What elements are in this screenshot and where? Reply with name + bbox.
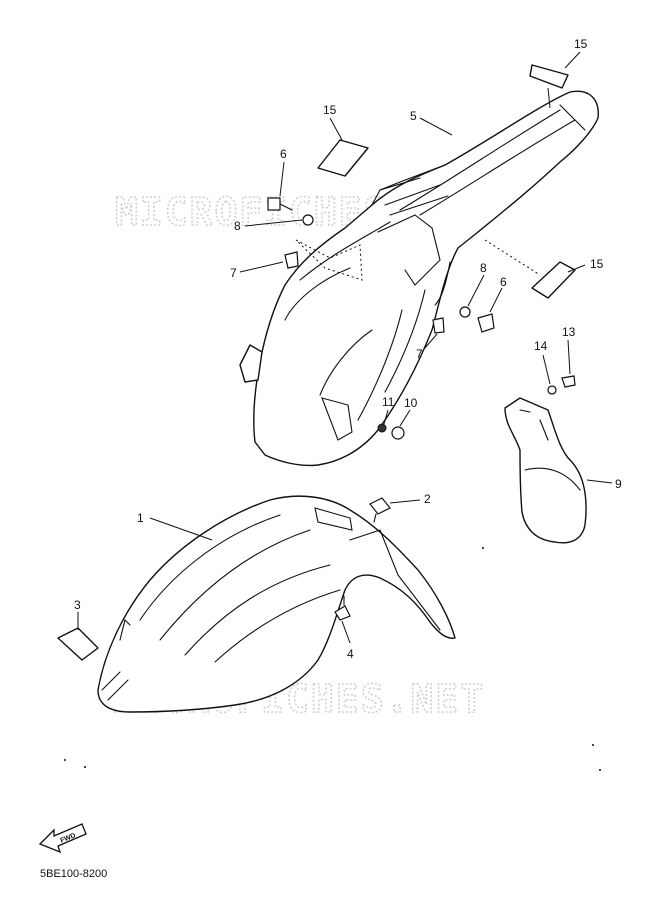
callout-13: 14 xyxy=(534,339,548,353)
callout-7-upper: 7 xyxy=(230,266,237,280)
callout-2: 2 xyxy=(424,492,431,506)
bolt-6-right xyxy=(477,313,495,333)
callout-5: 5 xyxy=(410,109,417,123)
hardware xyxy=(57,64,576,661)
callout-1: 1 xyxy=(137,511,144,525)
callout-3: 4 xyxy=(347,647,354,661)
clip-7-right xyxy=(432,317,445,334)
bolt-12 xyxy=(561,375,576,388)
washer-8-right xyxy=(459,306,471,318)
speck xyxy=(592,744,594,746)
callout-15-right: 15 xyxy=(590,257,604,271)
leader-lines xyxy=(77,51,613,644)
mud-flap xyxy=(504,397,587,544)
callout-8-right: 8 xyxy=(480,261,487,275)
nut-11 xyxy=(377,423,387,433)
reference-code: 5BE100-8200 xyxy=(40,868,108,880)
callout-9: 9 xyxy=(615,477,622,491)
callout-10: 10 xyxy=(404,396,418,410)
label-15-right xyxy=(531,261,576,299)
callout-8-upper: 8 xyxy=(234,219,241,233)
bolt-10 xyxy=(391,426,405,440)
label-15-upper xyxy=(317,139,369,177)
front-fender xyxy=(97,495,456,713)
bolt-6-upper xyxy=(267,197,281,211)
bolt-3 xyxy=(334,605,351,621)
fwd-arrow-icon: FWD xyxy=(38,823,87,854)
callout-4: 3 xyxy=(74,598,81,612)
callout-7-right: 7 xyxy=(416,347,423,361)
callout-15-upper: 15 xyxy=(323,103,337,117)
speck xyxy=(599,769,601,771)
callout-14: 15 xyxy=(574,37,588,51)
speck xyxy=(84,766,86,768)
nut-8-upper xyxy=(302,214,314,226)
label-14 xyxy=(529,64,569,89)
washer-13 xyxy=(547,385,557,395)
nut-2 xyxy=(369,497,391,515)
speck xyxy=(64,759,66,761)
clip-7-upper xyxy=(284,251,299,269)
callout-11: 11 xyxy=(382,395,395,409)
speck xyxy=(482,547,484,549)
callout-6-upper: 6 xyxy=(280,147,287,161)
rear-fender xyxy=(239,90,599,467)
callout-6-right: 6 xyxy=(500,275,507,289)
label-4 xyxy=(57,627,99,661)
callout-12: 13 xyxy=(562,325,576,339)
